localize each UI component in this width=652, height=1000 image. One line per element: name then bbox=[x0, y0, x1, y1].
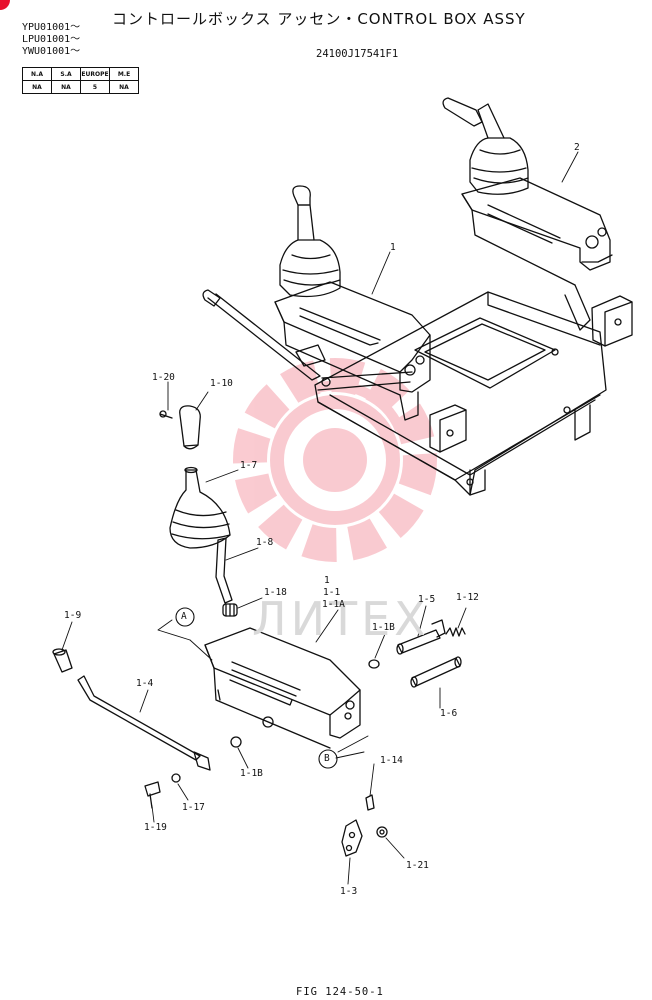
circle-a-marker bbox=[175, 607, 195, 627]
grip-part bbox=[52, 648, 73, 673]
washer-part bbox=[171, 773, 181, 783]
callout-label: 1-1B bbox=[372, 622, 395, 633]
part-number: 24100J17541F1 bbox=[316, 48, 399, 60]
serial-number: YWU01001～ bbox=[22, 46, 81, 57]
variant-value: NA bbox=[22, 80, 52, 94]
serial-number: LPU01001～ bbox=[22, 34, 81, 45]
variant-header-row: N.A S.A EUROPE M.E bbox=[22, 67, 139, 81]
bolt-part bbox=[144, 781, 161, 809]
lever-rod-upper bbox=[202, 289, 321, 381]
callout-label: 1-3 bbox=[340, 886, 358, 897]
callout-label: 1-5 bbox=[418, 594, 436, 605]
page-title: コントロールボックス アッセン・CONTROL BOX ASSY bbox=[112, 10, 526, 28]
watermark-text: ЛИТЕХ bbox=[252, 592, 430, 646]
lever-rod-part bbox=[215, 537, 233, 604]
mounting-frame bbox=[314, 291, 633, 496]
callout-label: 1-1A bbox=[322, 599, 345, 610]
callout-label: 1-14 bbox=[380, 755, 403, 766]
variant-value-row: NA NA 5 NA bbox=[22, 80, 139, 94]
figure-number: FIG 124-50-1 bbox=[296, 986, 384, 998]
watermark-gear-icon bbox=[233, 358, 437, 562]
callout-label: 1-4 bbox=[136, 678, 154, 689]
bushing-upper-part bbox=[368, 659, 380, 669]
callout-label: 1-17 bbox=[182, 802, 205, 813]
variant-value: NA bbox=[109, 80, 139, 94]
callout-label: 1-20 bbox=[152, 372, 175, 383]
serial-number: YPU01001～ bbox=[22, 22, 81, 33]
pin-part bbox=[396, 619, 446, 655]
box-housing-part bbox=[204, 627, 361, 749]
bushing-lower-part bbox=[230, 736, 242, 748]
control-box-left bbox=[274, 281, 431, 421]
spring-part bbox=[445, 627, 466, 637]
shaft-part bbox=[410, 656, 462, 688]
callout-label: 1-9 bbox=[64, 610, 82, 621]
corner-marker bbox=[0, 0, 10, 10]
callout-label: 1-6 bbox=[440, 708, 458, 719]
callout-label: 1-10 bbox=[210, 378, 233, 389]
callout-label: 1-8 bbox=[256, 537, 274, 548]
callout-label: 1 bbox=[390, 242, 396, 253]
circle-b-marker bbox=[318, 749, 338, 769]
callout-label: 1-19 bbox=[144, 822, 167, 833]
callout-label: 1 bbox=[324, 575, 330, 586]
callout-label: 2 bbox=[574, 142, 580, 153]
plate-part bbox=[341, 819, 363, 857]
callout-label: 1-1 bbox=[323, 587, 341, 598]
control-box-right bbox=[461, 177, 613, 331]
circle-a-label: A bbox=[181, 611, 187, 622]
knob-part bbox=[179, 405, 201, 450]
boot-part bbox=[169, 466, 231, 549]
callout-label: 1-7 bbox=[240, 460, 258, 471]
variant-table: N.A S.A EUROPE M.E NA NA 5 NA bbox=[22, 67, 139, 94]
joystick-left bbox=[279, 185, 341, 298]
nut-part bbox=[222, 603, 238, 617]
clip-part bbox=[376, 826, 388, 838]
rod-part bbox=[77, 675, 211, 771]
screw-part bbox=[159, 410, 173, 419]
callout-label: 1-12 bbox=[456, 592, 479, 603]
circle-b-label: B bbox=[324, 753, 330, 764]
callout-label: 1-18 bbox=[264, 587, 287, 598]
leader-lines bbox=[61, 151, 579, 885]
callout-label: 1-1B bbox=[240, 768, 263, 779]
joystick-right bbox=[442, 97, 529, 195]
small-pin-part bbox=[365, 794, 375, 811]
serial-list: YPU01001～ LPU01001～ YWU01001～ bbox=[22, 22, 80, 58]
callout-label: 1-21 bbox=[406, 860, 429, 871]
